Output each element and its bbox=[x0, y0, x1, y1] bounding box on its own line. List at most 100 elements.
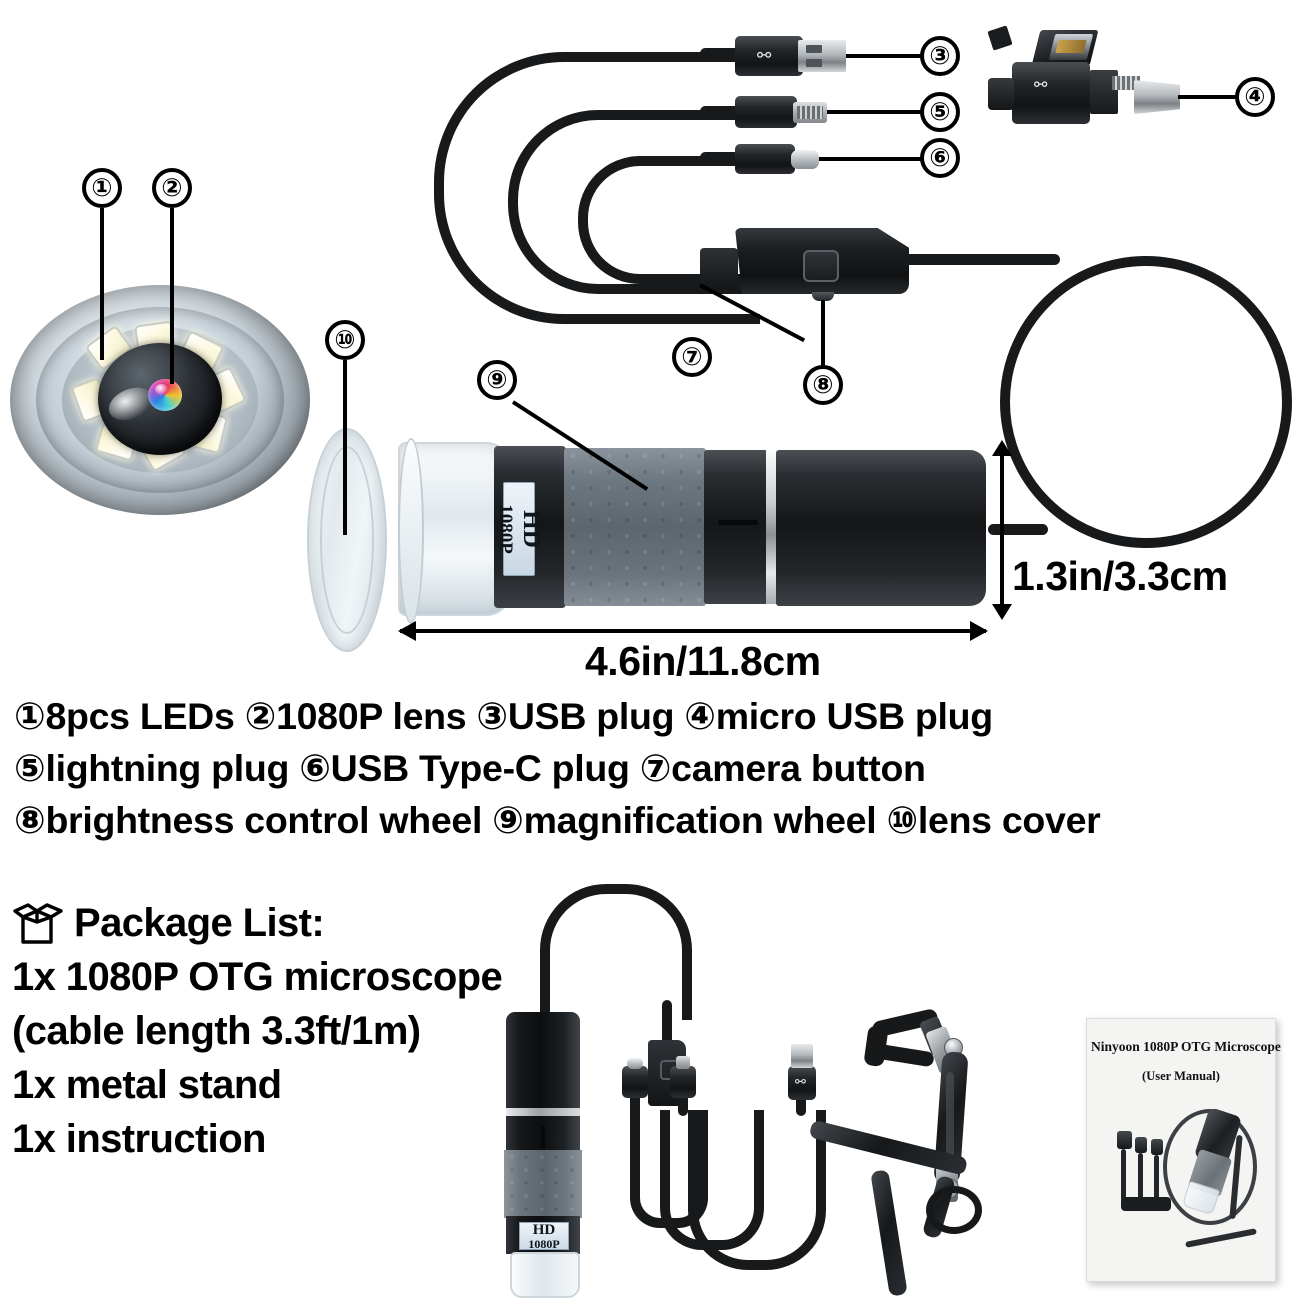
micro-usb-body: ⚯ bbox=[1012, 62, 1090, 124]
package-item-2: (cable length 3.3ft/1m) bbox=[12, 1009, 421, 1053]
callout-8-leader bbox=[821, 300, 825, 368]
manual-subtitle: (User Manual) bbox=[1142, 1069, 1220, 1083]
bottom-1080p-label: 1080P bbox=[528, 1236, 560, 1251]
callout-9-label: ⑨ bbox=[486, 365, 508, 394]
callout-6[interactable]: ⑥ bbox=[920, 138, 960, 178]
length-dimension-label: 4.6in/11.8cm bbox=[585, 638, 821, 684]
cable-to-microscope bbox=[988, 524, 1048, 535]
bottom-lightning-tip bbox=[676, 1056, 690, 1069]
callout-1[interactable]: ① bbox=[82, 168, 122, 208]
callout-2[interactable]: ② bbox=[152, 168, 192, 208]
bottom-usb-a-plug: ⚯ bbox=[788, 1066, 816, 1100]
callout-6-label: ⑥ bbox=[929, 143, 951, 172]
bottom-lightning-riser bbox=[678, 1090, 688, 1116]
bottom-microscope-chrome-ring bbox=[506, 1108, 580, 1117]
callout-8[interactable]: ⑧ bbox=[803, 365, 843, 405]
lightning-pins bbox=[797, 106, 823, 119]
cable-output-run bbox=[900, 254, 1060, 265]
manual-cover-module bbox=[1121, 1197, 1171, 1211]
cable-main-loop bbox=[1000, 256, 1292, 548]
callout-1-label: ① bbox=[91, 173, 113, 202]
bottom-hd-label: HD bbox=[532, 1221, 556, 1238]
stand-base-front-leg bbox=[870, 1169, 908, 1297]
usb-icon-adapter: ⚯ bbox=[1034, 77, 1048, 94]
bottom-usb-a-contact bbox=[791, 1044, 813, 1068]
cable-typec-loop bbox=[578, 156, 764, 284]
callout-4[interactable]: ④ bbox=[1235, 77, 1275, 117]
cable-run-usb bbox=[700, 48, 760, 59]
bottom-usb-c-tip bbox=[627, 1058, 643, 1069]
user-manual-booklet: Ninyoon 1080P OTG Microscope (User Manua… bbox=[1086, 1018, 1281, 1282]
bottom-magnification-wheel bbox=[504, 1150, 582, 1218]
legend-line-2: ⑤lightning plug ⑥USB Type-C plug ⑦camera… bbox=[14, 747, 926, 789]
callout-10[interactable]: ⑩ bbox=[325, 320, 365, 360]
callout-4-leader bbox=[1178, 95, 1238, 99]
brightness-control-wheel[interactable] bbox=[812, 292, 834, 301]
micro-usb-gold-pins bbox=[1055, 40, 1087, 53]
length-dimension-line bbox=[400, 629, 986, 633]
usb-a-plug-housing: ⚯ bbox=[735, 36, 803, 76]
manual-cover-cable-2 bbox=[1138, 1153, 1143, 1201]
microscope-rear-barrel bbox=[776, 450, 986, 606]
bottom-hd-badge: HD 1080P bbox=[519, 1222, 569, 1250]
micro-usb-cable-boot bbox=[988, 78, 1014, 110]
stand-clamp-bottom-arm bbox=[875, 1043, 935, 1068]
diameter-arrow-bottom bbox=[992, 604, 1012, 620]
hd-1080p-badge: HD 1080P bbox=[495, 482, 545, 576]
callout-3[interactable]: ③ bbox=[920, 36, 960, 76]
micro-usb-tab bbox=[987, 25, 1013, 51]
stand-arm-slot bbox=[946, 1072, 954, 1164]
package-item-4: 1x instruction bbox=[12, 1117, 266, 1161]
manual-cover-usb-plug bbox=[1117, 1131, 1132, 1149]
callout-2-leader bbox=[170, 208, 174, 384]
usb-a-pin-top bbox=[806, 45, 822, 53]
package-item-1: 1x 1080P OTG microscope bbox=[12, 955, 503, 999]
bottom-usb-riser bbox=[796, 1090, 806, 1116]
bottom-usb-c-plug bbox=[622, 1066, 648, 1098]
focus-index-mark bbox=[718, 520, 758, 525]
stand-base-cutout bbox=[926, 1186, 982, 1234]
callout-5[interactable]: ⑤ bbox=[920, 92, 960, 132]
bottom-microscope-lens-hood bbox=[510, 1252, 580, 1298]
callout-6-leader bbox=[819, 157, 924, 161]
hd-label: HD bbox=[518, 510, 546, 548]
manual-cover-cable-3 bbox=[1154, 1155, 1159, 1201]
package-list-heading: Package List: bbox=[74, 901, 325, 945]
legend-line-3: ⑧brightness control wheel ⑨magnification… bbox=[14, 799, 1101, 841]
manual-cover-cable-1 bbox=[1121, 1149, 1126, 1201]
package-box-icon bbox=[13, 903, 63, 944]
callout-5-leader bbox=[827, 110, 924, 114]
diameter-arrow-top bbox=[992, 440, 1012, 456]
bottom-cable-loop bbox=[540, 884, 692, 1020]
lightning-plug-housing bbox=[735, 96, 797, 128]
bottom-lightning-plug bbox=[670, 1066, 696, 1098]
lens-coating-reflection bbox=[148, 379, 182, 411]
manual-title: Ninyoon 1080P OTG Microscope bbox=[1091, 1039, 1281, 1054]
bottom-cable-left-drop bbox=[540, 1000, 550, 1022]
led-head-photo bbox=[10, 285, 310, 515]
diameter-dimension-label: 1.3in/3.3cm bbox=[1012, 553, 1228, 599]
cable-run-lightning bbox=[700, 106, 760, 117]
module-cable-boot bbox=[700, 248, 738, 290]
camera-button[interactable] bbox=[803, 250, 839, 282]
lens-hood-rim bbox=[398, 438, 424, 624]
micro-usb-male-pins bbox=[1112, 76, 1140, 90]
magnification-wheel[interactable] bbox=[564, 448, 706, 606]
callout-8-label: ⑧ bbox=[812, 370, 834, 399]
callout-9[interactable]: ⑨ bbox=[477, 360, 517, 400]
manual-cover-lightning-plug bbox=[1135, 1137, 1147, 1153]
legend-line-1: ①8pcs LEDs ②1080P lens ③USB plug ④micro … bbox=[14, 695, 993, 737]
micro-usb-male-tip bbox=[1134, 80, 1180, 114]
callout-1-leader bbox=[100, 208, 104, 360]
callout-2-label: ② bbox=[161, 173, 183, 202]
usb-c-plug-housing bbox=[735, 144, 795, 174]
callout-3-leader bbox=[846, 54, 924, 58]
length-arrow-right bbox=[970, 621, 988, 641]
bottom-branch-usb bbox=[688, 1110, 826, 1270]
callout-5-label: ⑤ bbox=[929, 97, 951, 126]
length-arrow-left bbox=[398, 621, 416, 641]
manual-cover-typec-plug bbox=[1151, 1139, 1163, 1155]
usb-c-contact bbox=[791, 150, 819, 169]
callout-7[interactable]: ⑦ bbox=[672, 337, 712, 377]
microscope-mid-barrel bbox=[704, 450, 768, 604]
